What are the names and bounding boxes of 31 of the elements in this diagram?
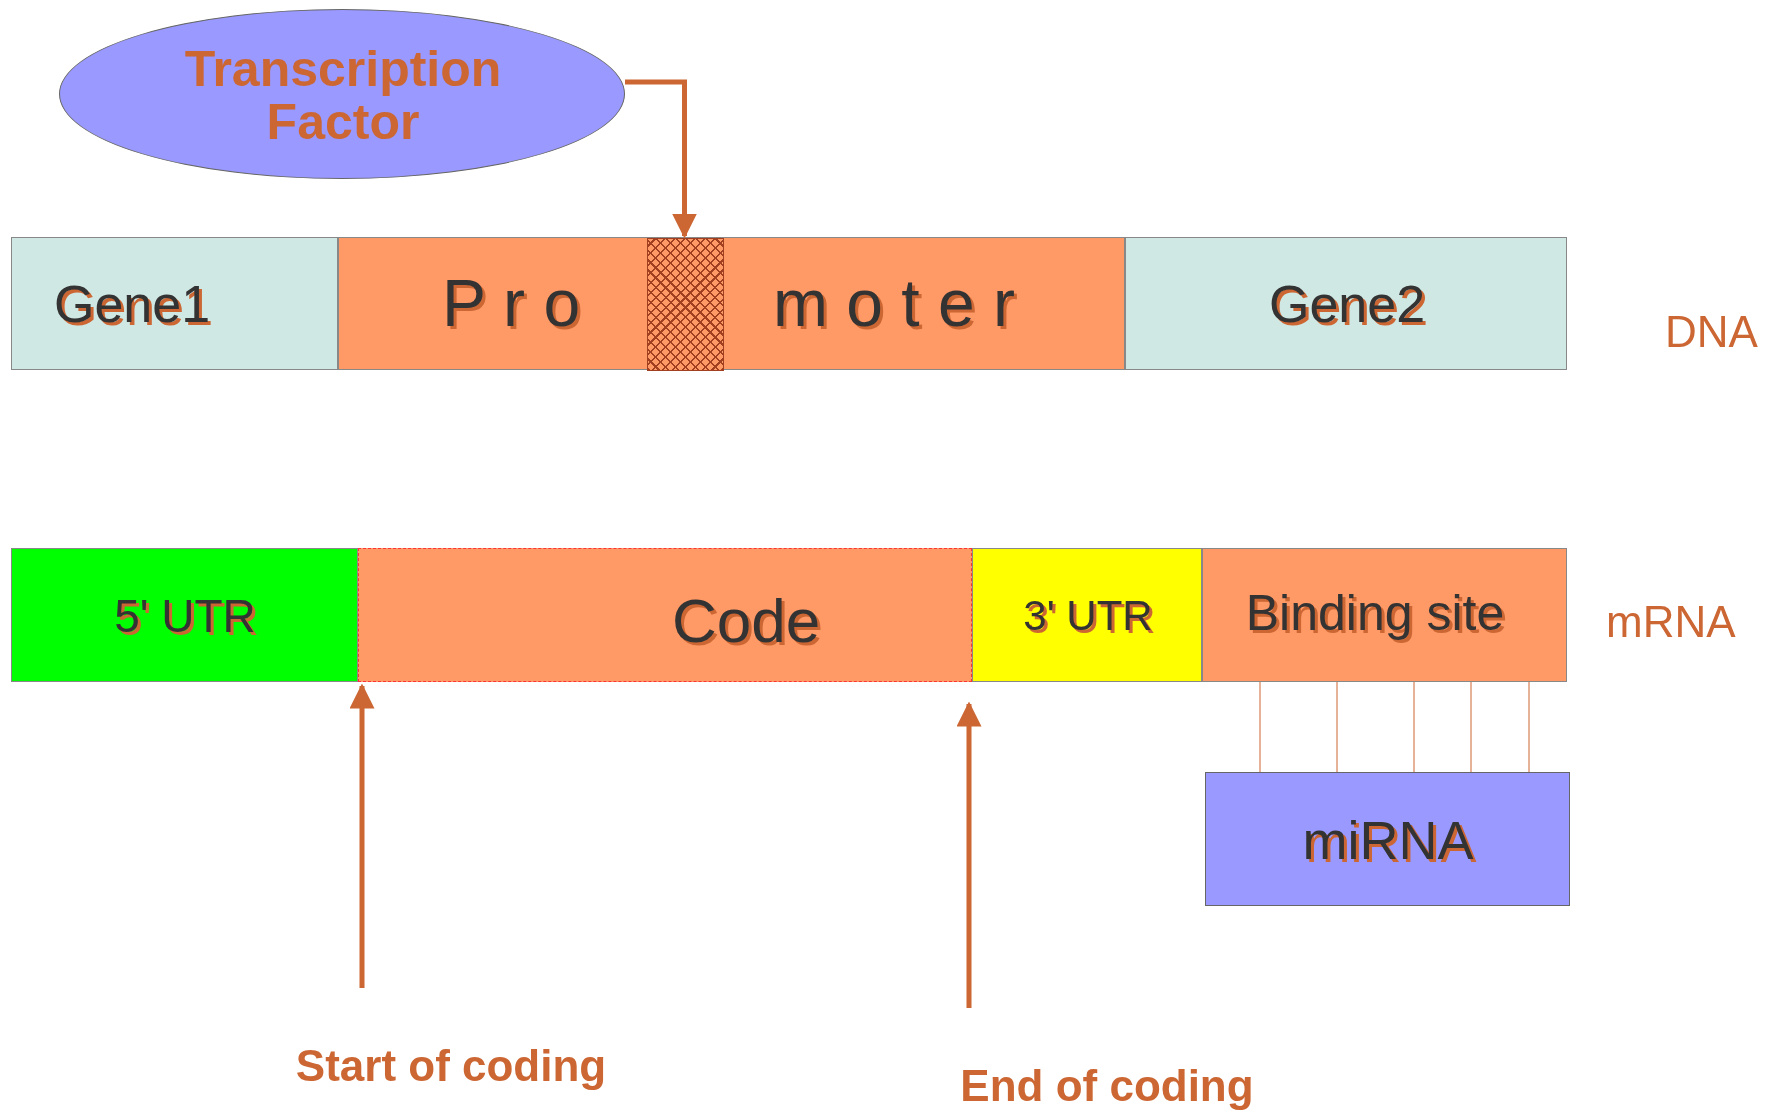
- connector-line: [1470, 681, 1472, 773]
- gene-segment: [1125, 237, 1567, 370]
- utr-label: 5' UTR: [114, 591, 256, 641]
- gene-segment: [11, 237, 338, 370]
- promoter-segment: [338, 237, 1125, 370]
- arrow: [349, 683, 375, 988]
- connector-line: [1528, 681, 1530, 773]
- gene-label: Gene2: [1268, 276, 1426, 332]
- connector-line: [1259, 681, 1261, 773]
- mirna-box: [1205, 772, 1570, 906]
- coding-label: Code: [671, 588, 821, 654]
- promoter-label: m o t e r: [772, 269, 1016, 339]
- strand-label: mRNA: [1606, 597, 1736, 647]
- gene-label: Gene1: [53, 276, 211, 332]
- connector-line: [1413, 681, 1415, 773]
- callout-text: Start of coding: [283, 1040, 619, 1092]
- binding-region-hatched: [647, 238, 724, 371]
- utr-segment: [11, 548, 358, 682]
- utr-label: 3' UTR: [1023, 593, 1153, 639]
- mirna-label: miRNA: [1302, 811, 1474, 869]
- binding-site-label: Binding site: [1245, 586, 1505, 640]
- arrow: [956, 701, 982, 1008]
- callout-text: End of coding: [947, 1060, 1267, 1111]
- arrow: [625, 79, 697, 239]
- utr-segment: [972, 548, 1202, 682]
- coding-segment: [358, 548, 972, 682]
- factor-label: Transcription Factor: [183, 42, 503, 148]
- promoter-label: P r o: [441, 269, 581, 339]
- connector-line: [1336, 681, 1338, 773]
- strand-label: DNA: [1665, 307, 1758, 357]
- binding-site-segment: [1202, 548, 1567, 682]
